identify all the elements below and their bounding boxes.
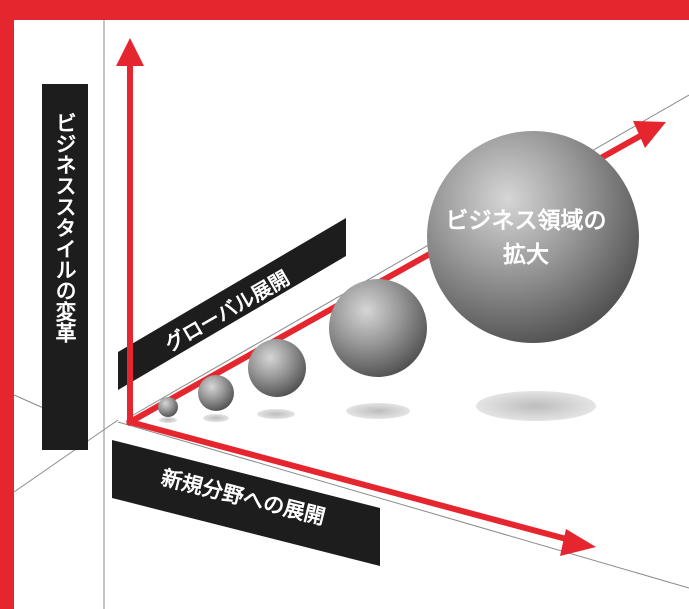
depth-axis-band — [118, 218, 346, 390]
vertical-arrowhead — [116, 38, 144, 66]
vertical-axis-band — [42, 84, 88, 450]
horizontal-arrowhead — [560, 529, 596, 556]
bubble-label-line1: ビジネス領域の — [446, 207, 607, 234]
sphere-4 — [329, 279, 427, 377]
sphere-2 — [198, 375, 234, 411]
vertical-axis-label: ビジネススタイルの変革 — [53, 112, 77, 343]
bubble-label-line2: 拡大 — [503, 242, 549, 268]
sphere-1 — [158, 397, 178, 417]
sphere-shadows — [159, 391, 596, 423]
perspective-guides — [13, 20, 689, 609]
depth-arrowhead — [633, 121, 666, 148]
frame-top-bar — [0, 0, 689, 20]
frame-left-bar — [0, 0, 14, 609]
horizontal-axis-band — [112, 440, 380, 566]
sphere-large — [427, 131, 639, 343]
sphere-3 — [248, 339, 306, 397]
